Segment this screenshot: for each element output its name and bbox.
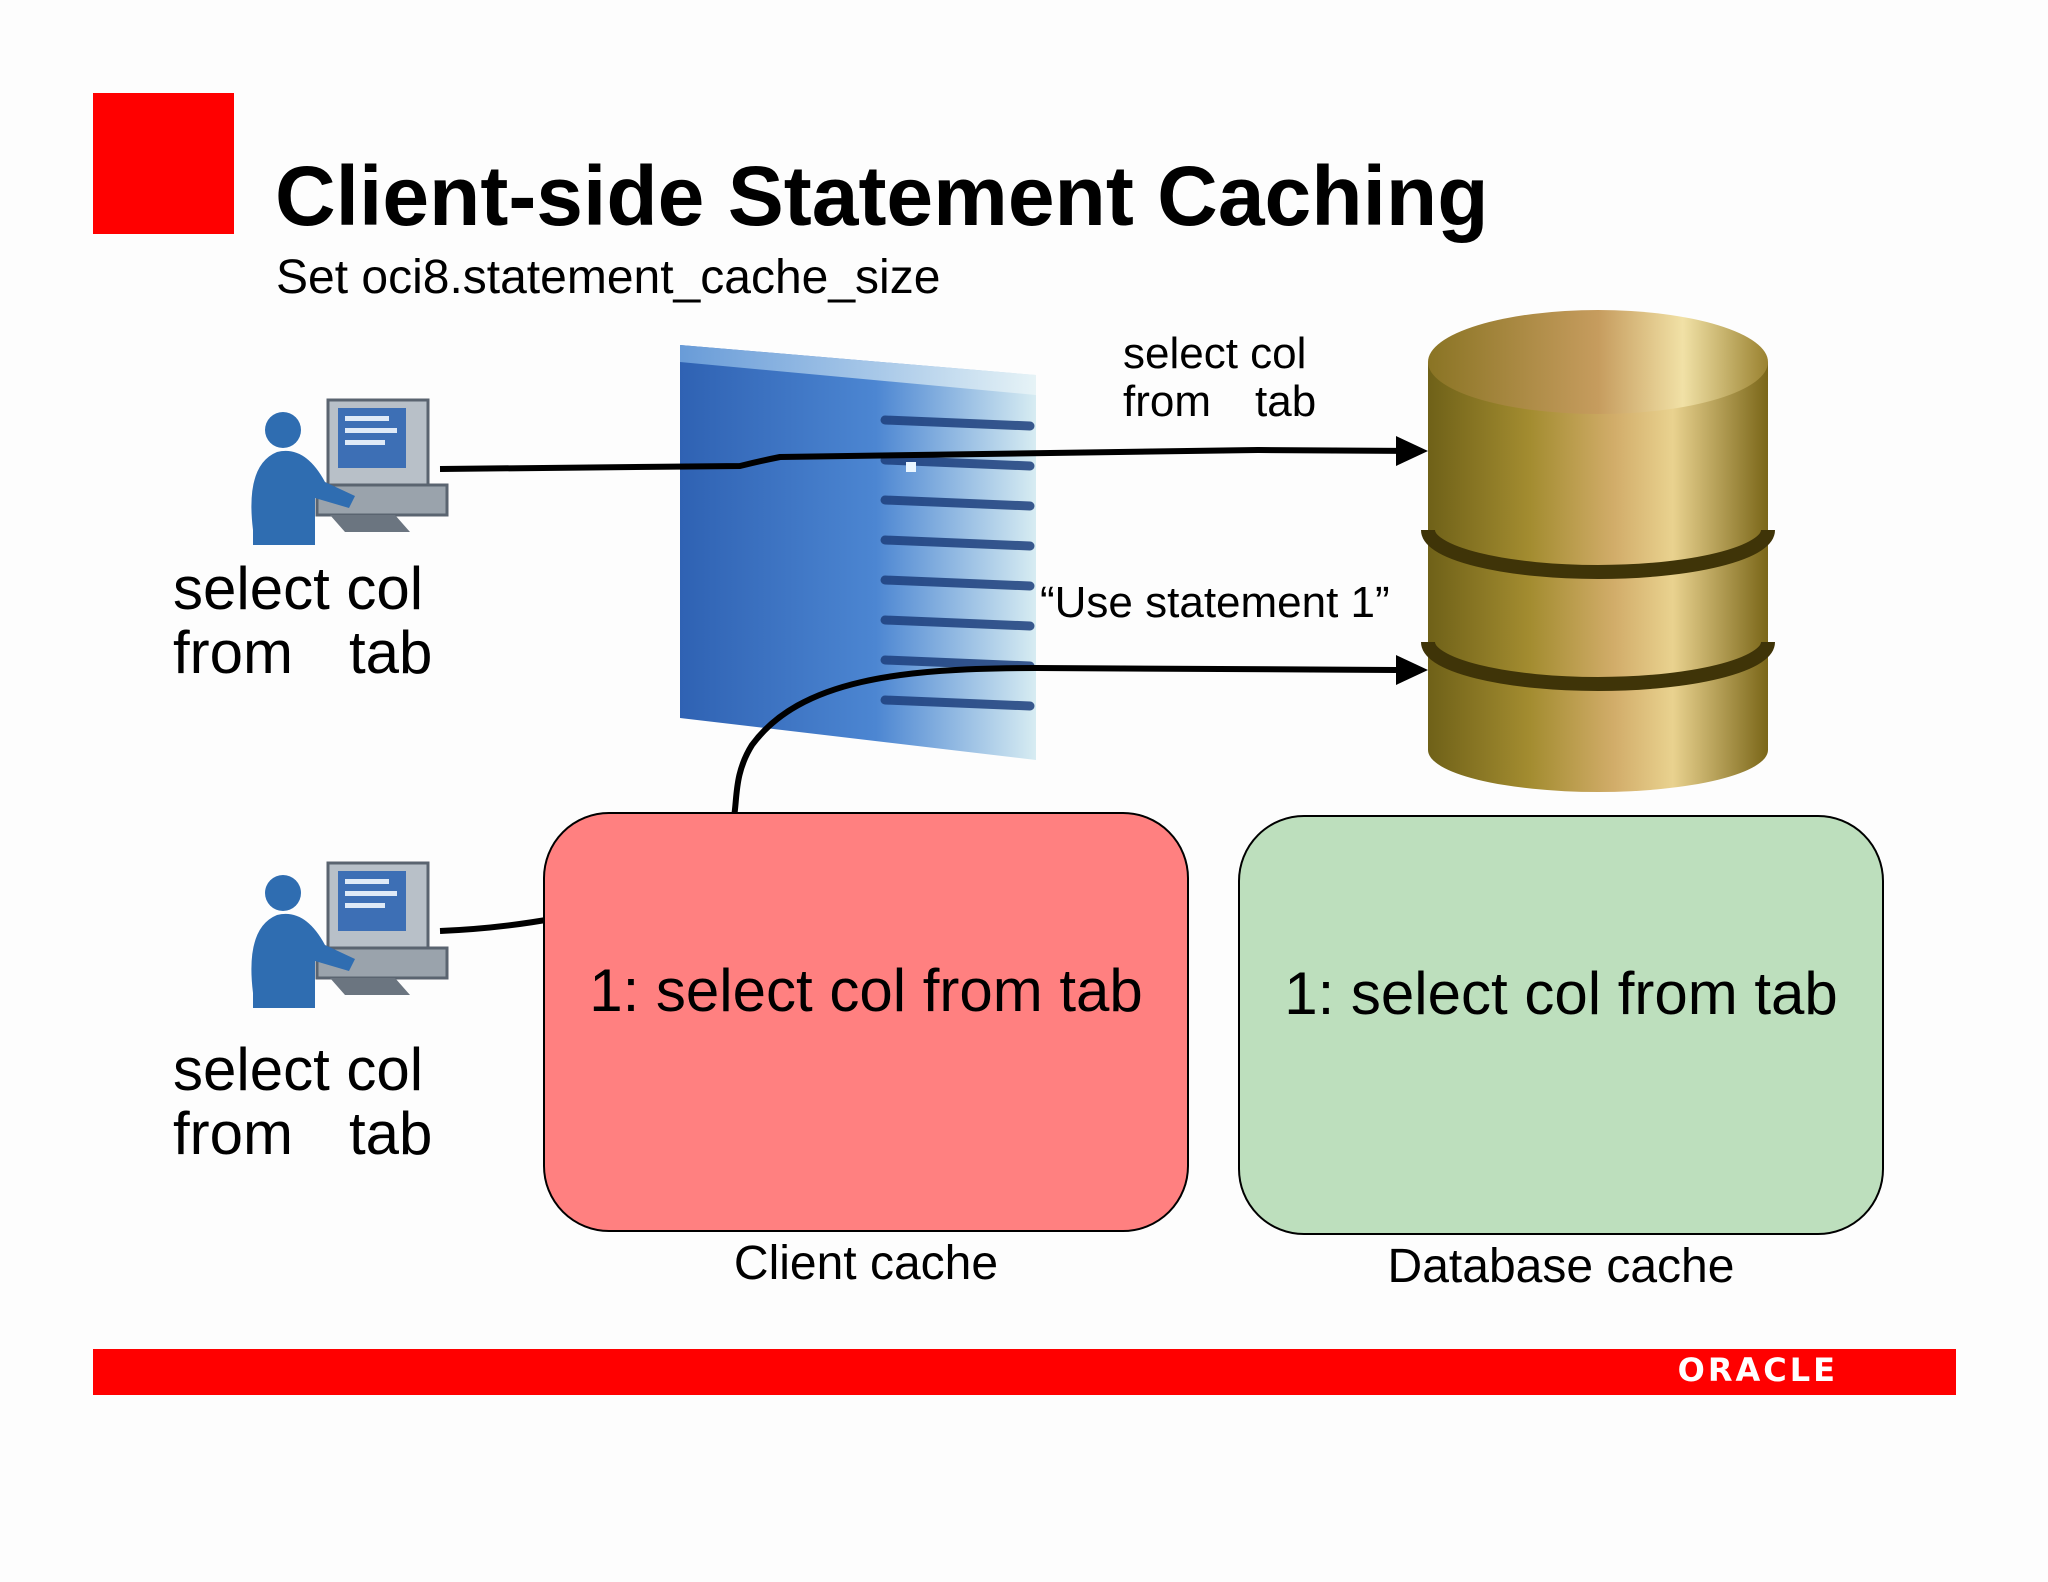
user-at-computer-icon <box>251 398 449 545</box>
arrow-label-line: select col <box>1123 329 1307 378</box>
user-at-computer-icon <box>251 861 449 1008</box>
oracle-logo: ORACLE <box>1677 1351 1838 1389</box>
client-cache-caption: Client cache <box>733 1237 999 1290</box>
footer-bar: ORACLE <box>93 1349 1956 1395</box>
database-cache-box: 1: select col from tab <box>1238 815 1884 1235</box>
arrowhead-top <box>1396 436 1428 466</box>
brand-red-square <box>93 93 234 234</box>
slide-subtitle: Set oci8.statement_cache_size <box>276 251 941 304</box>
query-line: select col <box>173 555 424 622</box>
server-tower-icon <box>680 345 1036 760</box>
database-cylinder-icon <box>1421 310 1775 792</box>
arrow-label-from: from <box>1123 377 1211 426</box>
slide-title: Client-side Statement Caching <box>275 149 1489 243</box>
bottom-arrow-label: “Use statement 1” <box>1040 578 1390 627</box>
arrow-label-tab: tab <box>1255 377 1317 426</box>
query-line-tab: tab <box>349 1100 433 1167</box>
arrowhead-bottom <box>1396 655 1428 685</box>
database-cache-entry: 1: select col from tab <box>1284 960 1838 1027</box>
query-line-from: from <box>173 1100 293 1167</box>
query-line-tab: tab <box>349 619 433 686</box>
client-cache-box: 1: select col from tab <box>543 812 1189 1232</box>
database-cache-caption: Database cache <box>1387 1240 1735 1293</box>
query-line-from: from <box>173 619 293 686</box>
client-cache-entry: 1: select col from tab <box>589 957 1143 1024</box>
query-arrow-top <box>439 445 1414 472</box>
query-line: select col <box>173 1036 424 1103</box>
